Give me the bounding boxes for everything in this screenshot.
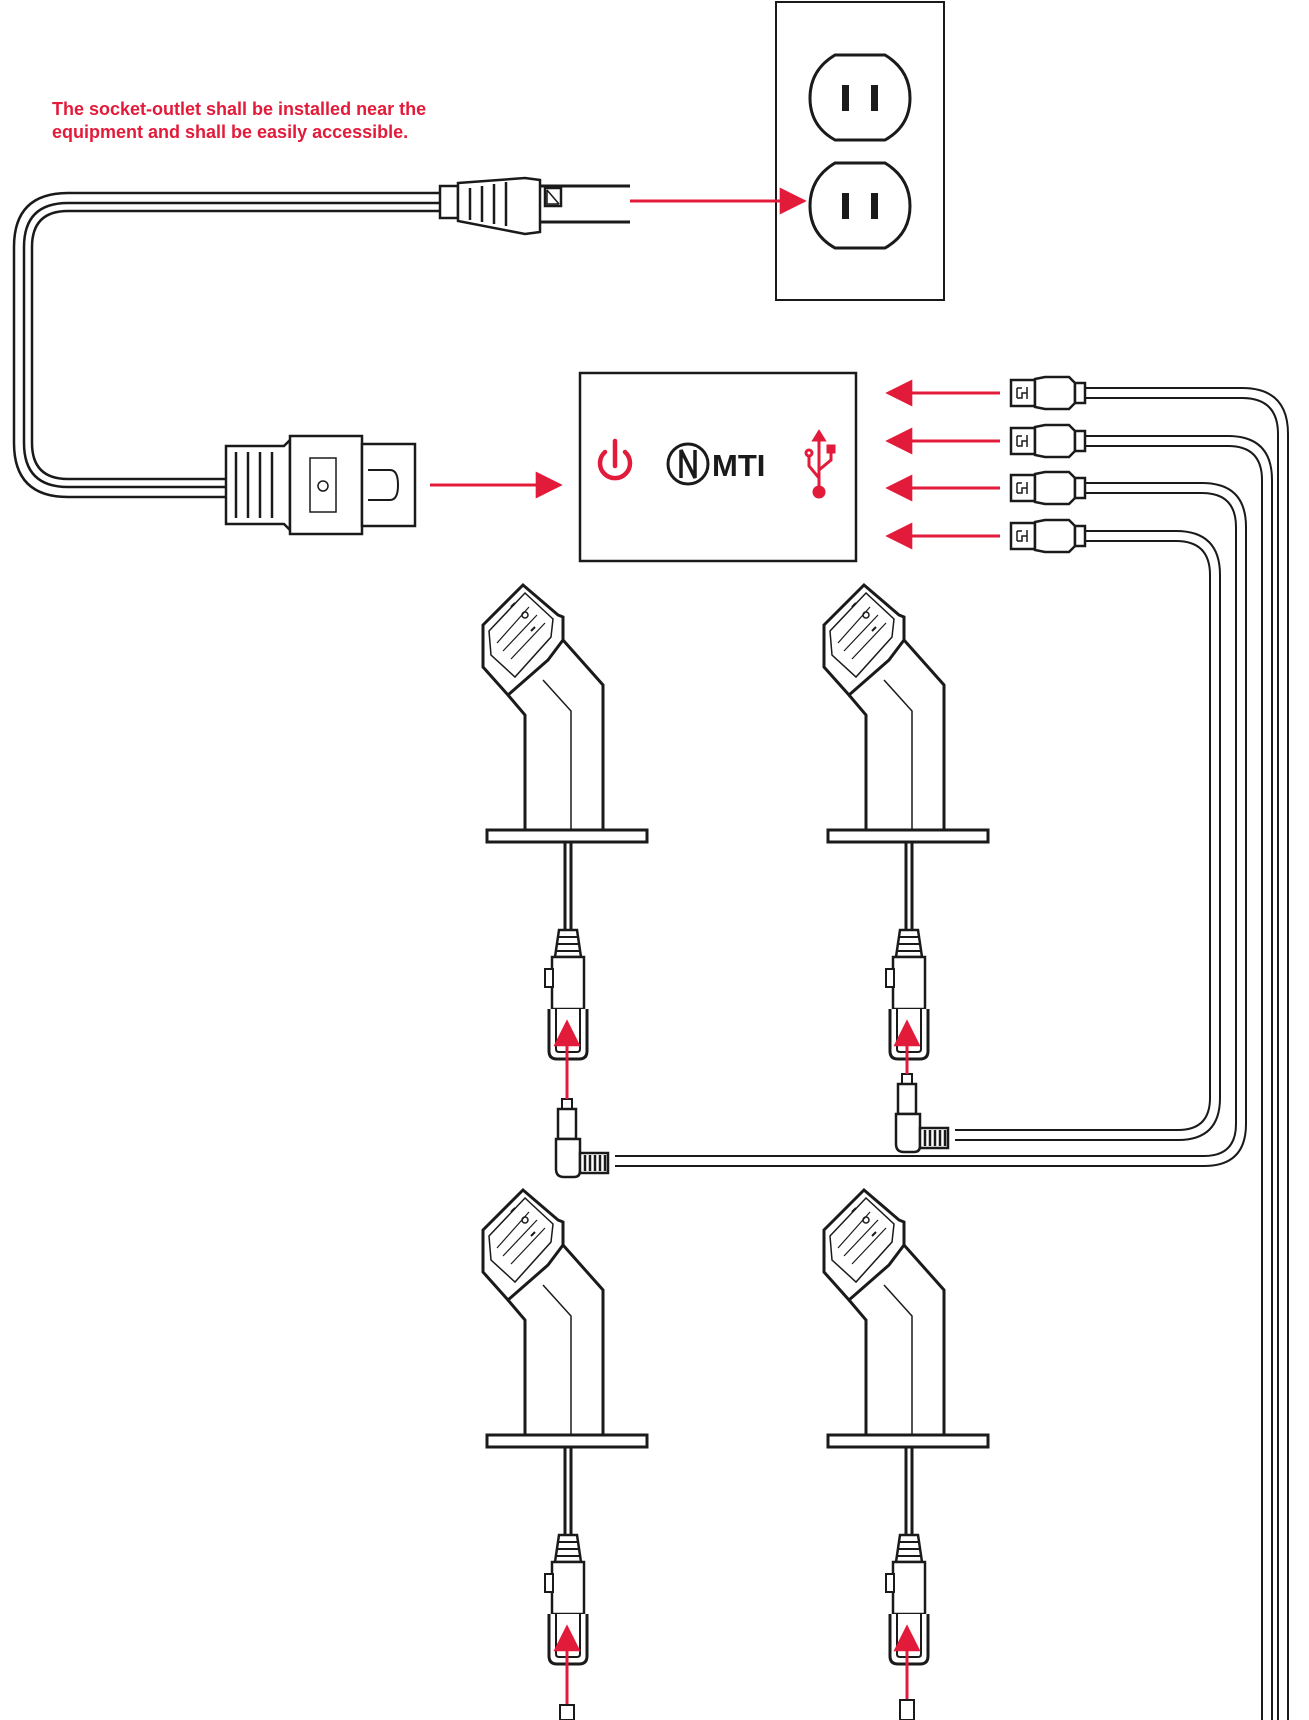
brand-name: MTI <box>712 448 765 483</box>
usb-arrows <box>885 379 1000 550</box>
usb-plug-4 <box>1009 518 1087 554</box>
installation-notice: The socket-outlet shall be installed nea… <box>52 99 427 142</box>
dc-plug-tip-4 <box>899 1699 915 1720</box>
power-hub: MTI <box>578 371 858 563</box>
power-cord <box>12 191 440 499</box>
dc-plug-1 <box>554 1097 610 1179</box>
wall-outlet <box>775 1 945 301</box>
usb-plug-1 <box>1009 375 1087 411</box>
light-fixture-3 <box>481 1188 649 1666</box>
iec-connector <box>224 434 417 536</box>
light-fixture-2 <box>822 583 990 1061</box>
dc-arrows <box>553 1019 921 1704</box>
outlet-socket-bottom <box>808 161 912 250</box>
usb-plug-2 <box>1009 423 1087 459</box>
mti-logo <box>666 442 710 486</box>
usb-plug-3 <box>1009 470 1087 506</box>
usb-icon <box>804 429 836 499</box>
dc-plug-tip-3 <box>559 1704 575 1720</box>
dc-plug-2 <box>894 1072 950 1154</box>
usb-cables <box>615 387 1289 1720</box>
wall-plug <box>438 176 630 236</box>
power-icon <box>597 438 633 481</box>
usb-cable-4 <box>955 530 1221 1141</box>
usb-cable-3 <box>615 482 1247 1167</box>
usb-cable-2 <box>1085 435 1273 1720</box>
light-fixture-4 <box>822 1188 990 1666</box>
usb-cable-1 <box>1085 387 1289 1720</box>
light-fixture-1 <box>481 583 649 1061</box>
outlet-socket-top <box>808 53 912 142</box>
